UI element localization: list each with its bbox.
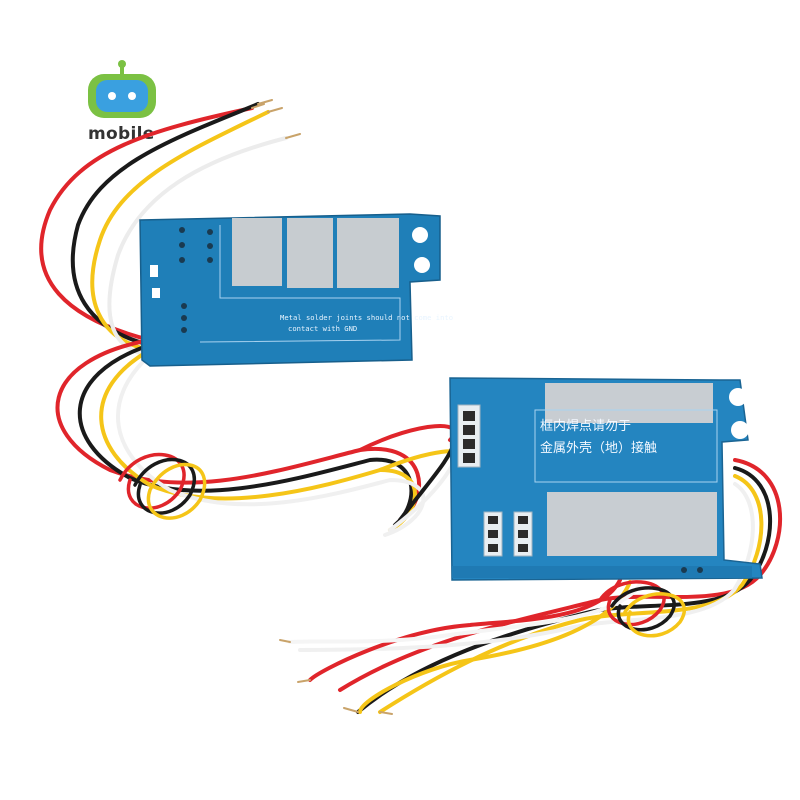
solder-pad xyxy=(337,218,399,288)
left-silkscreen-line1: Metal solder joints should not come into xyxy=(280,313,453,322)
wire-yellow-left xyxy=(90,110,270,352)
wire-knot-2 xyxy=(133,457,197,515)
wire-white-left xyxy=(107,136,288,357)
wire-tip-b4 xyxy=(379,711,393,715)
wire-red-loop xyxy=(55,338,422,522)
wire-tip-b1 xyxy=(279,639,291,643)
wire-red-left xyxy=(39,106,254,342)
wire-knot-r1 xyxy=(598,580,666,627)
wire-black-loop xyxy=(77,343,414,527)
wire-tip-white xyxy=(285,133,301,139)
wire-black-r xyxy=(356,466,773,714)
wire-knot-r2 xyxy=(610,586,676,632)
wire-tip-yellow xyxy=(267,107,283,113)
mounting-hole xyxy=(414,257,430,273)
solder-pad xyxy=(547,492,717,556)
wire-knot-r3 xyxy=(623,592,686,638)
left-silkscreen-line2: contact with GND xyxy=(288,324,357,333)
wire-white-r xyxy=(298,482,755,652)
wire-yellow-r xyxy=(378,474,764,714)
right-silkscreen-line1: 框内焊点请勿于 xyxy=(540,418,631,434)
wire-knot-3 xyxy=(146,462,207,520)
robot-logo-icon xyxy=(88,60,156,118)
wire-tip-black xyxy=(257,99,273,105)
pcb-board-left: Metal solder joints should not come into… xyxy=(139,213,453,367)
wire-white-b xyxy=(288,582,642,644)
right-board-wires xyxy=(279,438,783,715)
right-silkscreen-line2: 金属外壳（地）接触 xyxy=(540,440,657,456)
mobile-logo xyxy=(82,58,162,148)
solder-pad xyxy=(232,218,282,286)
wire-knot-1 xyxy=(118,452,186,510)
mounting-hole xyxy=(412,227,428,243)
mounting-hole xyxy=(731,421,749,439)
left-board-wires xyxy=(39,99,460,537)
wire-yellow-b xyxy=(358,580,632,714)
wire-tip-b2 xyxy=(297,679,311,683)
wire-red-right xyxy=(358,424,457,452)
wire-red-b xyxy=(308,578,622,682)
solder-pad xyxy=(287,218,333,288)
solder-pad xyxy=(545,383,713,423)
mounting-hole xyxy=(729,388,747,406)
wire-white-loop xyxy=(115,353,426,537)
wire-red-r xyxy=(338,458,783,692)
wire-tip-b3 xyxy=(343,707,359,713)
wire-yellow-loop xyxy=(99,348,417,532)
pcb-board-right: 框内焊点请勿于 金属外壳（地）接触 xyxy=(449,377,763,581)
wire-tip-red xyxy=(251,103,265,109)
